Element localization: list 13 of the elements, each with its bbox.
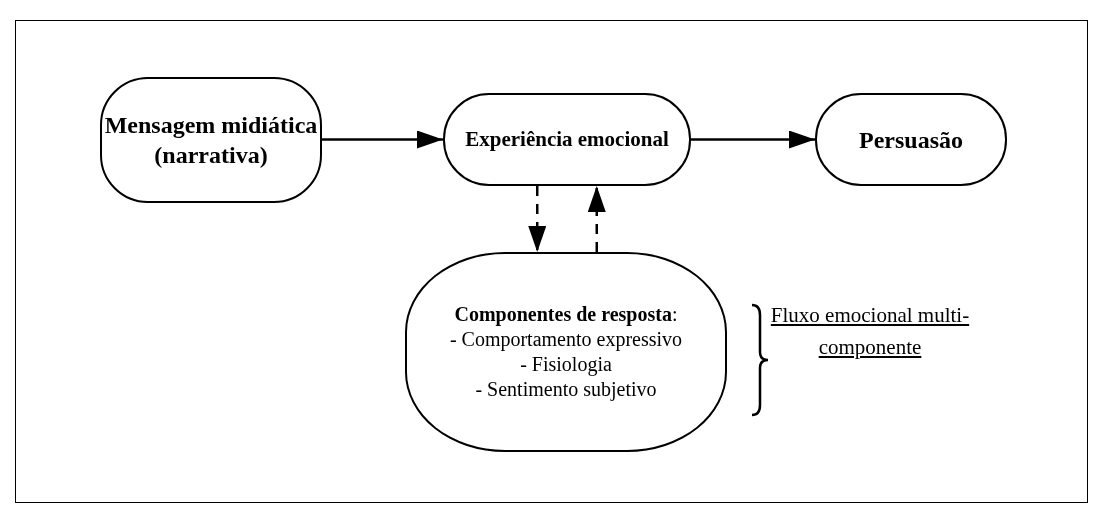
node-label: Mensagem midiática (narrativa) [103, 111, 319, 170]
node-label: Persuasão [859, 125, 963, 155]
arrow [528, 186, 547, 252]
list-item: - Comportamento expressivo [449, 327, 683, 352]
rounded-box [100, 77, 322, 203]
list-item: - Fisiologia [520, 352, 612, 377]
box-heading: Componentes de resposta: [454, 302, 678, 327]
node-label: Experiência emocional [465, 126, 669, 153]
arrow [691, 130, 815, 149]
arrow [322, 130, 443, 149]
list-item: - Sentimento subjetivo [475, 377, 657, 402]
arrow [587, 186, 606, 252]
annotation-label: Fluxo emocional multi-componente [770, 302, 970, 361]
